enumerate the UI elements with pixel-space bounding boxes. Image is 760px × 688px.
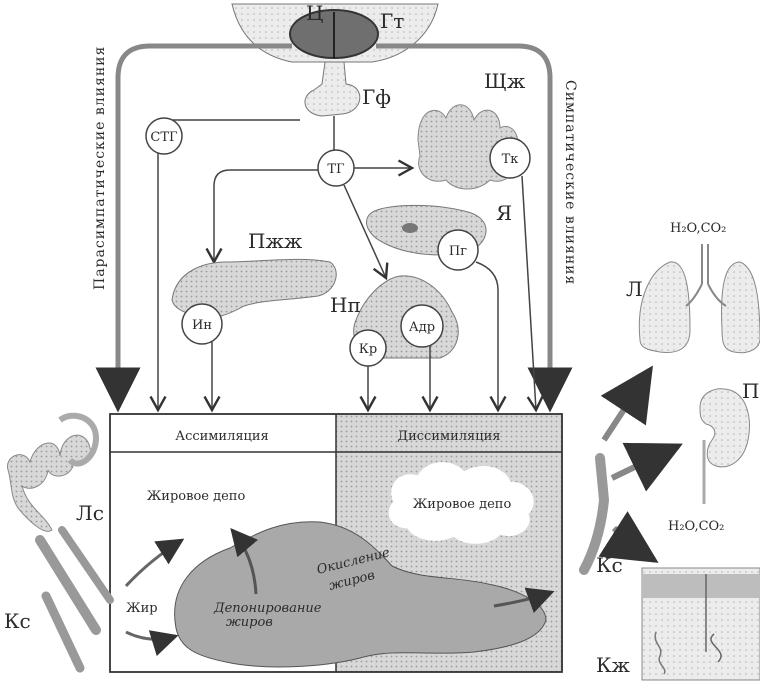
adrenal-label: Нп (330, 293, 361, 317)
cortisol-label: Кр (359, 342, 377, 357)
vessel-right (579, 453, 610, 575)
lungs-left-lobe (638, 261, 691, 353)
h2o-co2-bottom-label: H₂O,CO₂ (668, 519, 724, 534)
lymph-vessel-shape (7, 434, 92, 532)
pituitary-label: Гф (362, 85, 391, 109)
lymph-label: Лс (76, 501, 104, 525)
skin-sweat-gland (654, 631, 666, 675)
vessel-left-2 (58, 526, 114, 604)
kidney-label: П (742, 379, 759, 403)
pituitary-shape (304, 61, 361, 117)
stg-node (145, 117, 183, 155)
tg-label: ТГ (327, 162, 345, 177)
fat-label: Жир (126, 601, 158, 616)
arrow-to-skin (598, 511, 659, 563)
deposition-label-1: Депонирование (213, 601, 322, 616)
fat-depot-right-label: Жировое депо (413, 497, 512, 512)
vessel-left-3 (41, 591, 85, 673)
sympathetic-path (376, 43, 573, 413)
glucagon-down (475, 261, 507, 413)
lungs-right-lobe (721, 261, 760, 354)
vessel-left-1 (35, 535, 101, 635)
vessel-left-label: Кс (4, 609, 31, 633)
dissimilation-label: Диссимиляция (398, 429, 501, 444)
liver-label: Я (496, 201, 512, 225)
fat-in-arrow (125, 630, 179, 657)
liver-spot (402, 223, 418, 233)
assimilation-label: Ассимиляция (175, 429, 269, 444)
hypothalamus-label: Гт (380, 9, 404, 33)
adrenaline-label: Адр (409, 320, 435, 335)
thalamus-center-label: Ц (306, 1, 323, 25)
skin-label: Кж (596, 653, 630, 677)
insulin-label: Ин (192, 318, 212, 333)
mobilize-arrow (230, 527, 258, 595)
kidney-shape (699, 388, 750, 468)
insulin-node (181, 303, 223, 345)
arrow-to-lungs (600, 365, 653, 442)
skin-hair-follicle (705, 574, 722, 663)
thyroid-label: Щж (484, 69, 526, 93)
deposit-up-arrow (124, 538, 185, 588)
vessel-right-label: Кс (596, 553, 623, 577)
lymph-vessel-extension (58, 412, 100, 467)
arrow-to-kidney (610, 442, 683, 492)
fat-depot-cloud (388, 462, 534, 544)
skin-epidermis (642, 574, 760, 598)
oxidation-arrow (493, 587, 555, 613)
parasympathetic-label: Парасимпатические влияния (92, 46, 108, 290)
adrenaline-node (400, 304, 444, 348)
glucagon-label: Пг (449, 244, 467, 259)
thyroid-hormone-label: Тк (502, 152, 519, 167)
lungs-label: Л (626, 277, 643, 301)
glucagon-node (437, 229, 479, 271)
trachea (685, 244, 727, 307)
h2o-co2-top-label: H₂O,CO₂ (670, 221, 726, 236)
deposition-label-2: жиров (226, 615, 273, 630)
thyroid-hormone-node (489, 137, 531, 179)
tg-to-pancreas (205, 169, 318, 265)
fat-depot-left-label: Жировое депо (147, 489, 246, 504)
stg-label: СТГ (150, 130, 178, 145)
thyroid-hormone-down (521, 175, 544, 413)
sympathetic-label: Симпатические влияния (562, 80, 578, 285)
parasympathetic-path (95, 43, 292, 413)
pancreas-label: Пжж (248, 229, 303, 253)
tg-to-adrenal (343, 184, 389, 281)
